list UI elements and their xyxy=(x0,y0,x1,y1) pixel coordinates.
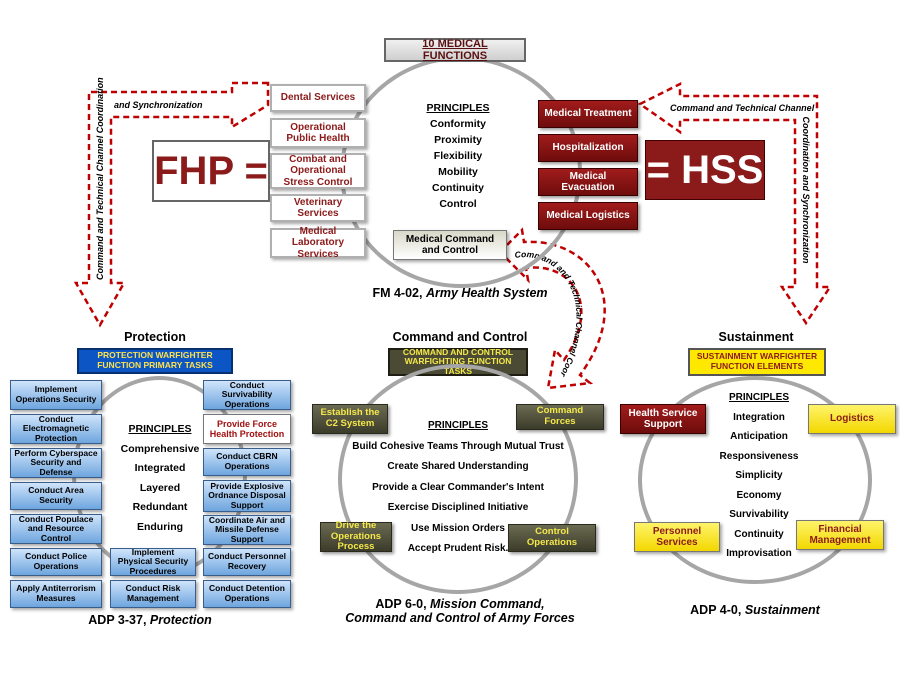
hss-function-evacuation: Medical Evacuation xyxy=(538,168,638,196)
sustainment-title: Sustainment xyxy=(718,330,794,344)
fhp-function-dental: Dental Services xyxy=(270,84,366,112)
hss-function-hospitalization: Hospitalization xyxy=(538,134,638,162)
right-coordination-arrow xyxy=(637,81,833,326)
medical-command-and-control: Medical Command and Control xyxy=(393,230,507,260)
fhp-function-veterinary: Veterinary Services xyxy=(270,194,366,222)
protection-task: Implement Physical Security Procedures xyxy=(110,547,196,576)
principle-item: Continuity xyxy=(734,528,784,540)
sustainment-header: SUSTAINMENT WARFIGHTER FUNCTION ELEMENTS xyxy=(688,348,826,376)
ahs-principles-title: PRINCIPLES xyxy=(426,102,490,114)
c2-caption-title: Mission Command, xyxy=(430,597,545,611)
principle-item: Proximity xyxy=(434,134,482,146)
protection-task: Conduct Area Security xyxy=(10,482,102,510)
ahs-caption-title: Army Health System xyxy=(425,286,548,300)
c2-caption-line2: Command and Control of Army Forces xyxy=(345,611,575,625)
sustainment-caption: ADP 4-0, Sustainment xyxy=(680,603,830,617)
protection-task: Conduct Personnel Recovery xyxy=(203,548,291,576)
ahs-caption-prefix: FM 4-02, xyxy=(372,286,423,300)
ahs-principles: PRINCIPLES Conformity Proximity Flexibil… xyxy=(408,100,508,212)
protection-task: Coordinate Air and Missile Defense Suppo… xyxy=(203,515,291,545)
principle-item: Conformity xyxy=(430,118,486,130)
protection-task: Conduct Survivability Operations xyxy=(203,380,291,410)
c2-task-command-forces: Command Forces xyxy=(516,404,604,430)
principle-item: Build Cohesive Teams Through Mutual Trus… xyxy=(352,440,564,452)
principle-item: Flexibility xyxy=(433,150,483,162)
protection-header: PROTECTION WARFIGHTER FUNCTION PRIMARY T… xyxy=(77,348,233,374)
right-arrow-vertical-label: Coordination and Synchronization xyxy=(801,116,811,264)
principle-item: Simplicity xyxy=(735,470,783,481)
c2-principles: PRINCIPLES Build Cohesive Teams Through … xyxy=(350,416,566,560)
c2-task-establish: Establish the C2 System xyxy=(312,404,388,434)
ahs-header: 10 MEDICAL FUNCTIONS xyxy=(384,38,526,62)
principle-item: Integrated xyxy=(134,462,186,474)
protection-caption: ADP 3-37, Protection xyxy=(60,613,240,627)
principle-item: Exercise Disciplined Initiative xyxy=(387,502,529,513)
protection-task: Conduct Populace and Resource Control xyxy=(10,514,102,544)
sustainment-element-logistics: Logistics xyxy=(808,404,896,434)
protection-task: Implement Operations Security xyxy=(10,380,102,410)
principle-item: Accept Prudent Risk. xyxy=(407,543,509,554)
protection-task: Conduct CBRN Operations xyxy=(203,448,291,476)
protection-title: Protection xyxy=(124,330,186,344)
left-coordination-arrow xyxy=(73,81,270,328)
protection-task: Conduct Detention Operations xyxy=(203,580,291,608)
principle-item: Mobility xyxy=(438,166,478,178)
protection-principles-title: PRINCIPLES xyxy=(128,423,192,435)
principle-item: Enduring xyxy=(136,520,184,533)
hss-function-logistics: Medical Logistics xyxy=(538,202,638,230)
ahs-caption: FM 4-02, Army Health System xyxy=(340,286,580,300)
sustainment-element-personnel: Personnel Services xyxy=(634,522,720,552)
principle-item: Survivability xyxy=(729,509,789,520)
sustainment-caption-title: Sustainment xyxy=(744,603,820,617)
protection-task: Conduct Electromagnetic Protection xyxy=(10,414,102,444)
sustainment-principles-title: PRINCIPLES xyxy=(728,392,789,403)
c2-task-drive-process: Drive the Operations Process xyxy=(320,520,392,552)
c2-principles-title: PRINCIPLES xyxy=(427,420,488,431)
left-arrow-top-label: and Synchronization xyxy=(114,100,203,110)
principle-item: Comprehensive xyxy=(120,442,200,455)
fhp-label: FHP = xyxy=(152,140,270,202)
principle-item: Continuity xyxy=(432,182,484,194)
sustainment-caption-prefix: ADP 4-0, xyxy=(690,603,742,617)
hss-function-treatment: Medical Treatment xyxy=(538,100,638,128)
sustainment-principles: PRINCIPLES Integration Anticipation Resp… xyxy=(712,388,806,564)
c2-title: Command and Control xyxy=(392,330,528,344)
principle-item: Integration xyxy=(733,411,785,423)
fhp-function-lab: Medical Laboratory Services xyxy=(270,226,366,260)
c2-caption-line1: ADP 6-0, Mission Command, xyxy=(330,597,590,611)
hss-label: = HSS xyxy=(645,140,765,200)
fhp-function-combat-stress: Combat and Operational Stress Control xyxy=(270,153,366,189)
c2-caption-prefix: ADP 6-0, xyxy=(375,597,427,611)
principle-item: Layered xyxy=(139,481,181,494)
protection-principles: PRINCIPLES Comprehensive Integrated Laye… xyxy=(108,420,212,537)
principle-item: Responsiveness xyxy=(719,450,799,462)
principle-item: Economy xyxy=(736,489,782,501)
principle-item: Improvisation xyxy=(726,548,792,559)
protection-caption-title: Protection xyxy=(149,613,212,627)
protection-caption-prefix: ADP 3-37, xyxy=(88,613,147,627)
principle-item: Use Mission Orders xyxy=(411,522,505,534)
protection-task: Apply Antiterrorism Measures xyxy=(10,580,102,608)
protection-task: Conduct Police Operations xyxy=(10,548,102,576)
fhp-function-public-health: Operational Public Health xyxy=(270,118,366,148)
protection-task: Conduct Risk Management xyxy=(110,580,196,608)
right-arrow-top-label: Command and Technical Channel xyxy=(670,103,815,113)
protection-task: Provide Explosive Ordnance Disposal Supp… xyxy=(203,480,291,512)
principle-item: Anticipation xyxy=(730,431,788,442)
principle-item: Control xyxy=(439,198,477,210)
c2-circle xyxy=(338,364,578,594)
sustainment-circle xyxy=(638,376,872,584)
protection-task-force-health: Provide Force Health Protection xyxy=(203,414,291,444)
sustainment-element-financial: Financial Management xyxy=(796,520,884,550)
c2-caption: ADP 6-0, Mission Command, Command and Co… xyxy=(330,597,590,625)
sustainment-element-hss: Health Service Support xyxy=(620,404,706,434)
principle-item: Create Shared Understanding xyxy=(387,461,529,472)
c2-task-control-operations: Control Operations xyxy=(508,524,596,552)
principle-item: Redundant xyxy=(132,501,188,513)
principle-item: Provide a Clear Commander's Intent xyxy=(372,481,544,493)
left-arrow-vertical-label: Command and Technical Channel Coordinati… xyxy=(95,77,105,280)
protection-task: Perform Cyberspace Security and Defense xyxy=(10,448,102,478)
